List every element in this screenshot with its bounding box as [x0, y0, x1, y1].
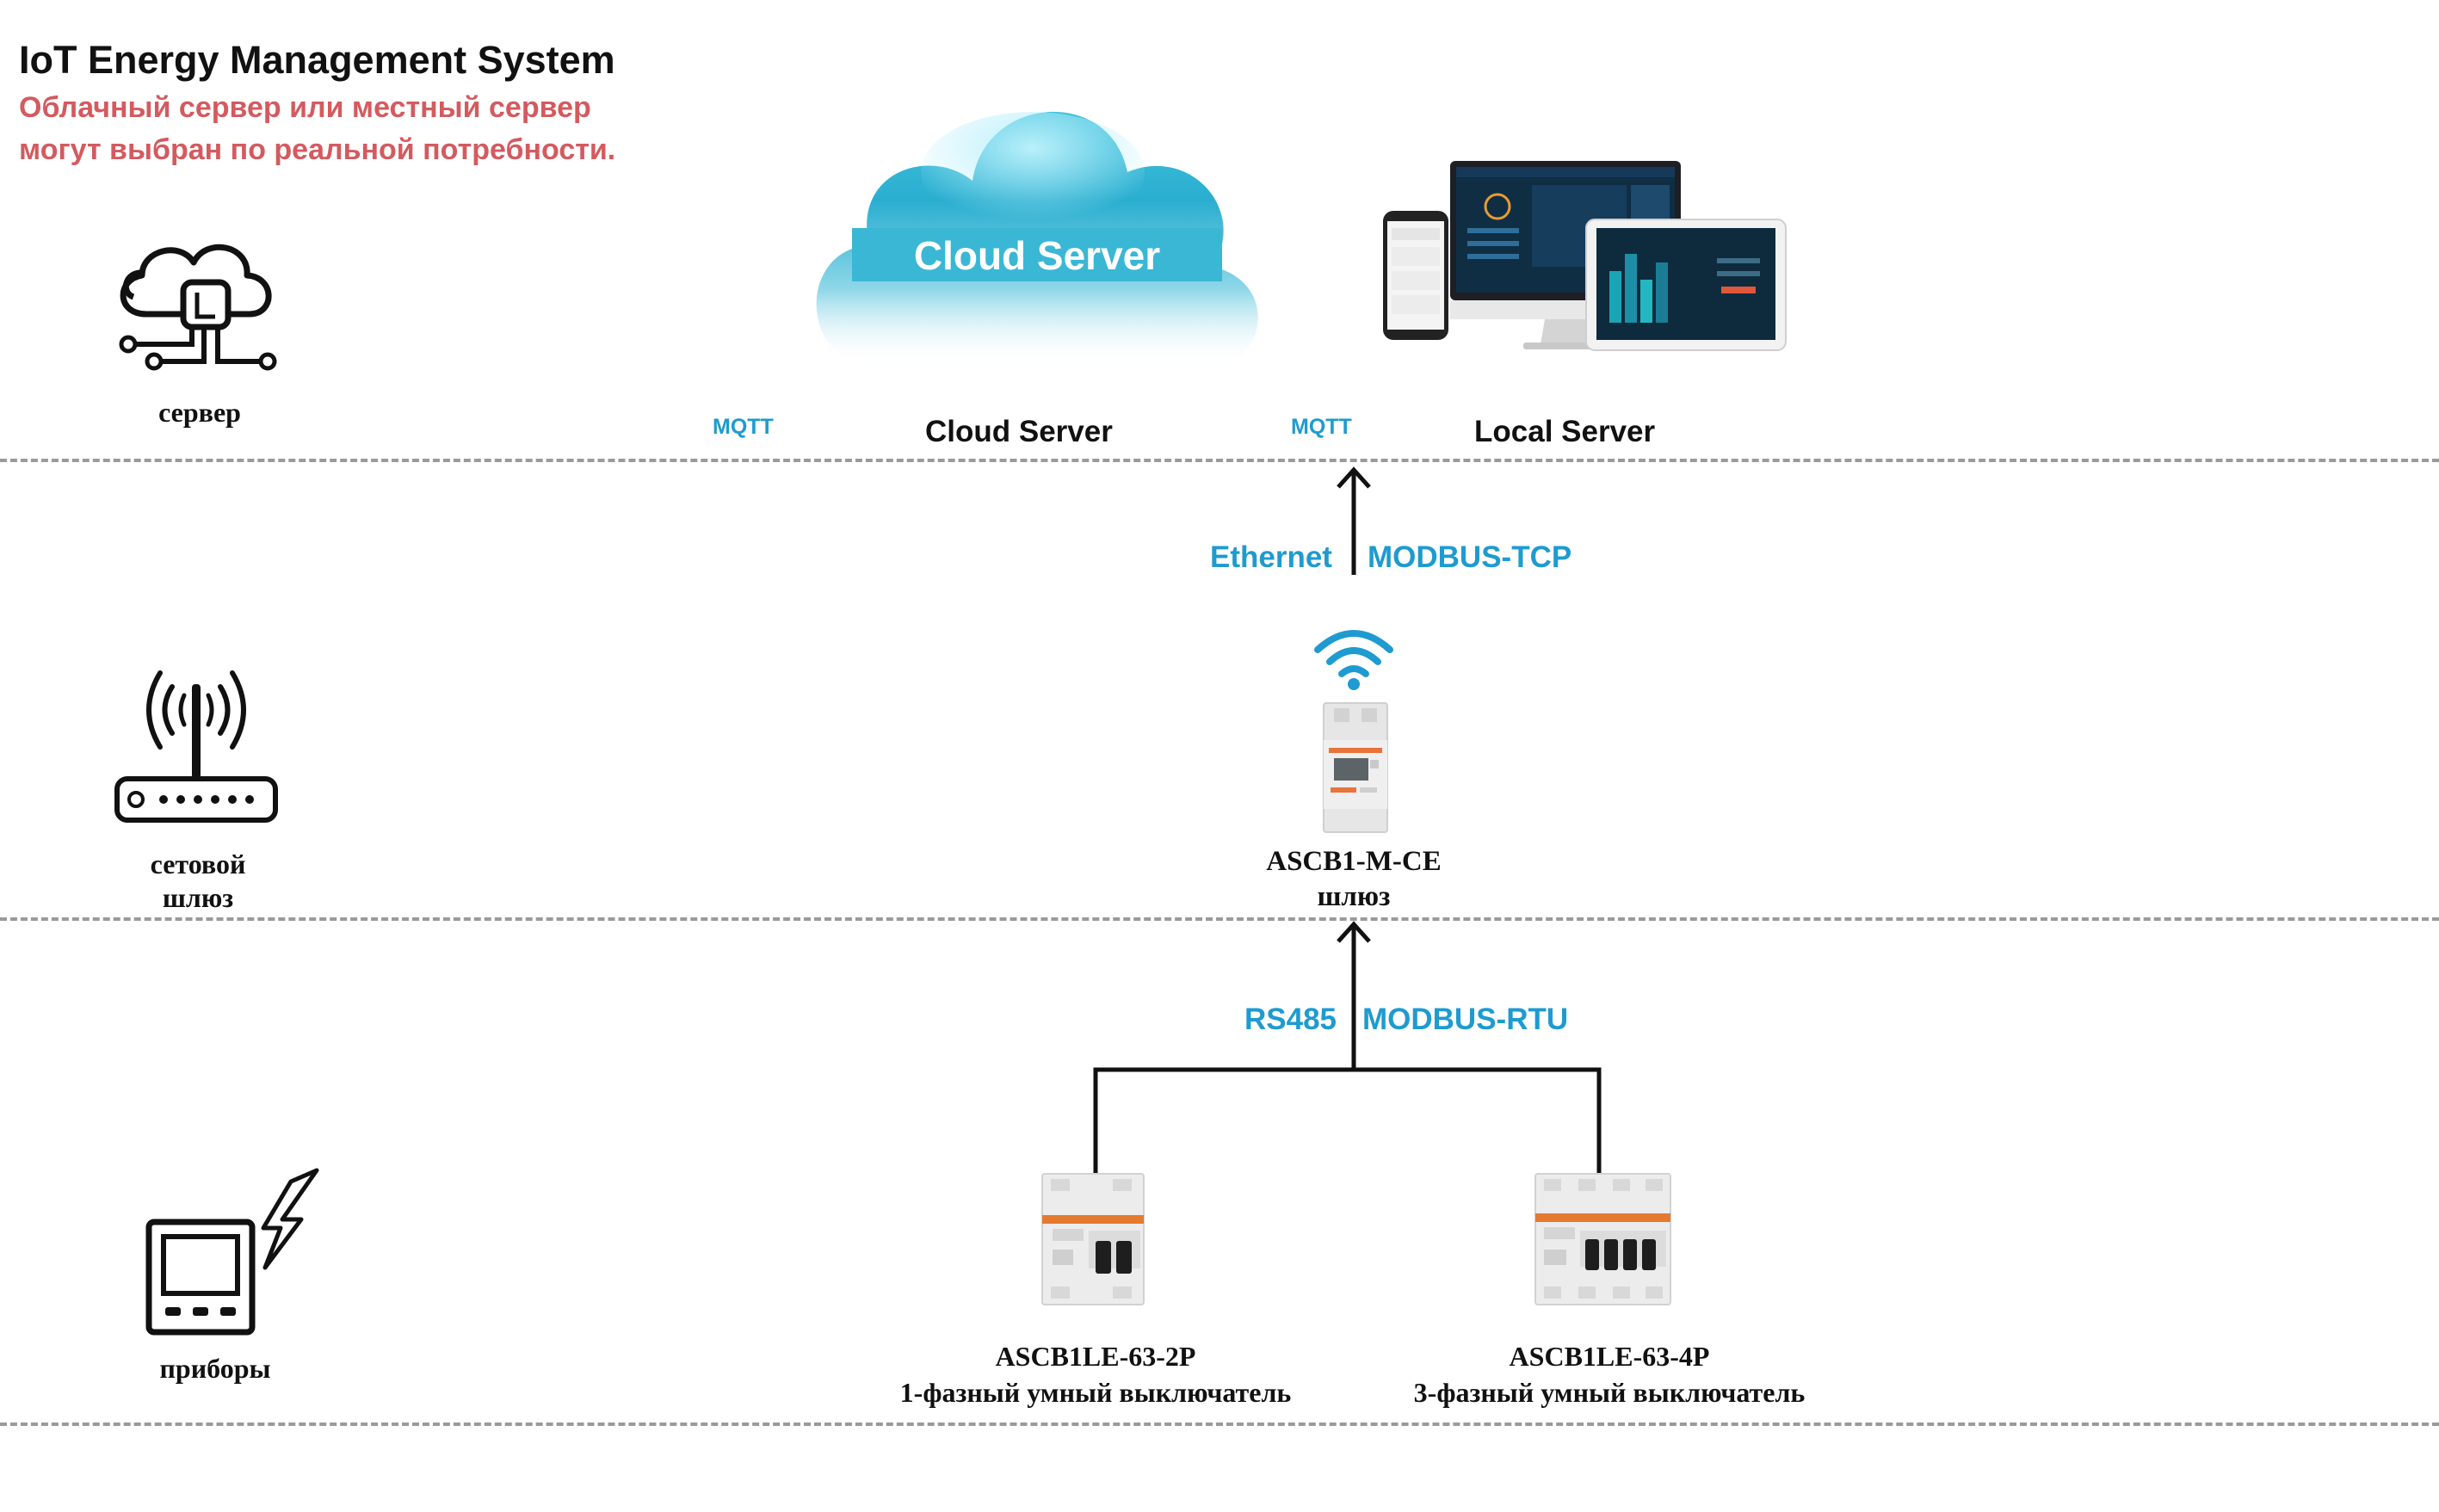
breaker-4p-icon	[1534, 1173, 1671, 1305]
uplink-medium-label: Ethernet	[1210, 540, 1332, 574]
local-mqtt-label: MQTT	[1291, 415, 1352, 439]
tier-label-server: сервер	[158, 397, 241, 428]
gateway-model-label: ASCB1-M-CE	[1266, 846, 1442, 877]
meter-icon	[145, 1168, 319, 1336]
subtitle-line-1: Облачный сервер или местный сервер	[19, 91, 591, 124]
breaker-2p-icon	[1041, 1173, 1145, 1305]
breaker-2p-model: ASCB1LE-63-2P	[995, 1341, 1196, 1372]
downlink-medium-label: RS485	[1244, 1003, 1337, 1036]
router-icon	[114, 670, 278, 823]
cloud-inner-label: Cloud Server	[913, 233, 1161, 278]
tier-label-gateway-2: шлюз	[162, 882, 234, 913]
cloud-icon	[816, 111, 1258, 367]
cloud-server-icon	[119, 244, 277, 371]
tier-label-gateway-1: сетовой	[150, 849, 246, 879]
cloud-server-caption: Cloud Server	[925, 415, 1113, 448]
page-title: IoT Energy Management System	[19, 38, 615, 82]
subtitle-line-2: могут выбран по реальной потребности.	[19, 133, 616, 166]
cloud-mqtt-label: MQTT	[713, 415, 774, 439]
breaker-2p-desc: 1-фазный умный выключатель	[899, 1377, 1292, 1408]
tier-divider-devices	[0, 1423, 2439, 1426]
wifi-icon	[1314, 630, 1393, 690]
uplink-protocol-label: MODBUS-TCP	[1368, 540, 1572, 574]
breaker-4p-desc: 3-фазный умный выключатель	[1413, 1377, 1806, 1408]
local-server-devices-icon	[1383, 161, 1787, 351]
downlink-protocol-label: MODBUS-RTU	[1362, 1003, 1569, 1036]
breaker-4p-model: ASCB1LE-63-4P	[1509, 1341, 1710, 1372]
gateway-device-icon	[1323, 702, 1388, 833]
local-server-caption: Local Server	[1474, 415, 1656, 448]
tier-divider-server	[0, 459, 2439, 462]
tier-divider-gateway	[0, 917, 2439, 921]
tier-label-devices: приборы	[159, 1353, 271, 1384]
gateway-role-label: шлюз	[1317, 881, 1391, 912]
